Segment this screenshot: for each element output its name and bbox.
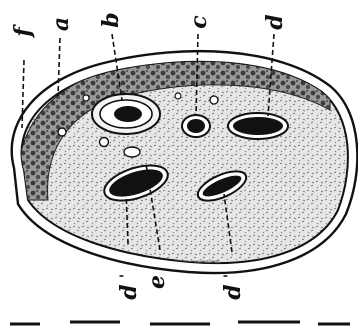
small-oval bbox=[124, 147, 140, 157]
label-d-prime-right-mark: ' bbox=[222, 274, 238, 278]
vessel-c bbox=[182, 115, 210, 137]
small-cell bbox=[100, 138, 109, 147]
label-c: c bbox=[186, 15, 212, 29]
label-d-prime-left: d bbox=[116, 284, 142, 299]
vessel-b bbox=[92, 94, 160, 134]
small-cell bbox=[83, 95, 89, 101]
small-cell bbox=[175, 93, 181, 99]
small-cell bbox=[58, 128, 66, 136]
label-d: d bbox=[262, 14, 288, 29]
vessel-d bbox=[228, 113, 288, 139]
label-f: f bbox=[10, 24, 36, 39]
label-a: a bbox=[48, 17, 74, 31]
label-e: e bbox=[144, 275, 170, 289]
label-d-prime-left-mark: ' bbox=[118, 274, 134, 278]
small-cell bbox=[210, 96, 218, 104]
label-d-prime-right: d bbox=[220, 284, 246, 299]
label-b: b bbox=[98, 12, 124, 27]
